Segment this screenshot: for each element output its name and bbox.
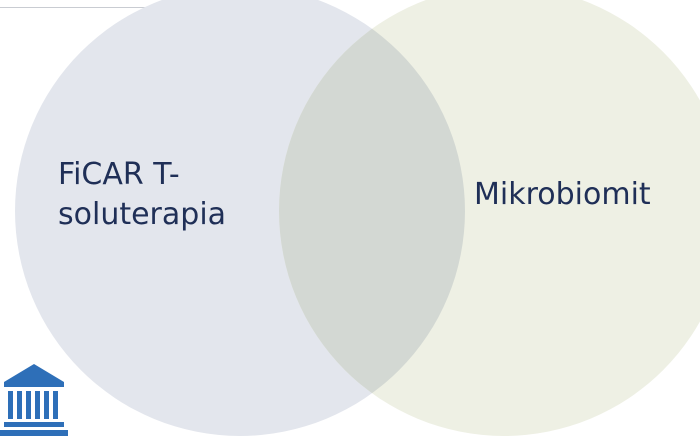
header-divider: [0, 7, 222, 8]
venn-overlap: [279, 0, 465, 436]
venn-label-left: FiCAR T- soluterapia: [58, 155, 278, 235]
venn-label-right: Mikrobiomit: [474, 177, 651, 212]
venn-label-left-line1: FiCAR T-: [58, 157, 180, 192]
institution-building-icon: [0, 364, 68, 436]
venn-label-left-line2: soluterapia: [58, 197, 227, 232]
